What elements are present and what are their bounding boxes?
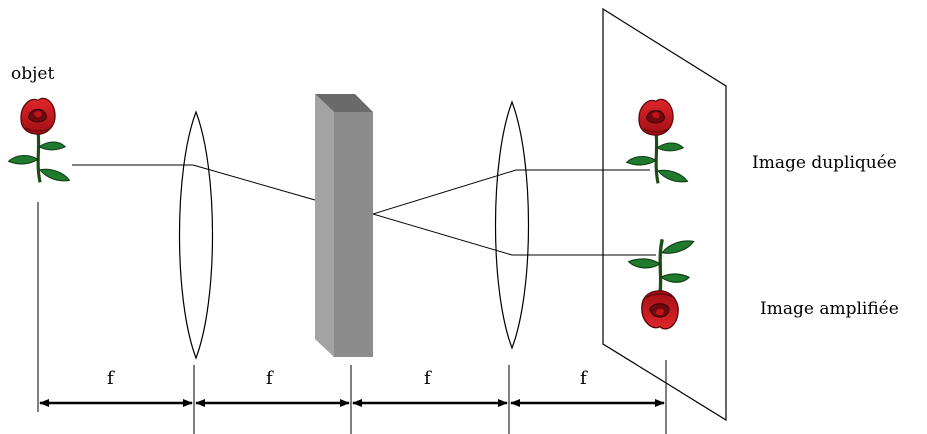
image-amplified-label: Image amplifiée [760, 299, 899, 319]
object-label: objet [11, 64, 54, 84]
lens-1 [178, 110, 214, 360]
prism-side-face [334, 112, 373, 357]
duplicated-image-rose-icon [625, 97, 690, 185]
focal-length-label-4: f [580, 368, 588, 389]
image-screen [602, 7, 727, 422]
amplified-image-inverted-rose-icon [626, 237, 696, 331]
light-rays [72, 164, 656, 256]
lens-2 [494, 100, 530, 350]
object-rose-icon [7, 96, 72, 184]
ray-lens1-to-prism [192, 164, 316, 201]
ray-prism-to-lens2-upper [372, 169, 517, 215]
image-duplicated-label: Image dupliquée [752, 153, 897, 173]
reference-lines [37, 202, 667, 434]
focal-length-label-2: f [266, 368, 274, 389]
prism-block [315, 94, 373, 357]
focal-length-label-1: f [107, 368, 115, 389]
prism-front-face [315, 94, 334, 357]
focal-length-label-3: f [424, 368, 432, 389]
ray-prism-to-lens2-lower [372, 213, 513, 256]
prism-top-face [315, 94, 373, 112]
